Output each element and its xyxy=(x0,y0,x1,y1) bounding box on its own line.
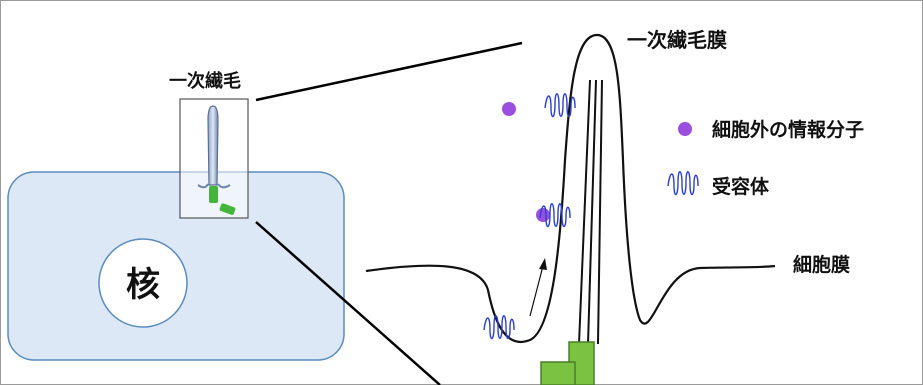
zoom-line-top xyxy=(255,41,523,102)
small-cilium-pocket xyxy=(197,183,231,189)
cell-membrane-label: 細胞膜 xyxy=(793,253,850,276)
axoneme-line-2 xyxy=(587,79,597,345)
receptor-2 xyxy=(539,203,571,228)
receptor-1 xyxy=(544,93,576,118)
transport-arrow-head xyxy=(539,258,547,270)
small-cilium xyxy=(207,105,219,186)
ligand-2 xyxy=(536,208,550,222)
axoneme-line-1 xyxy=(578,79,591,345)
receptors xyxy=(483,93,576,340)
legend-ligand-label: 細胞外の情報分子 xyxy=(712,118,864,141)
daughter-centriole xyxy=(540,361,576,385)
receptor-3 xyxy=(483,315,515,340)
legend-ligand-icon xyxy=(678,122,692,136)
legend-receptor-label: 受容体 xyxy=(712,175,770,198)
small-basal-body xyxy=(209,186,218,203)
zoom-line-bottom xyxy=(255,221,441,385)
transport-arrow xyxy=(529,265,544,317)
legend-receptor-icon xyxy=(667,171,699,196)
nucleus-label: 核 xyxy=(126,265,160,305)
cilium-membrane-label: 一次繊毛膜 xyxy=(627,28,727,52)
small-daughter-centriole xyxy=(219,203,236,215)
ligand-1 xyxy=(502,102,516,116)
cilium-label: 一次繊毛 xyxy=(169,70,241,92)
axoneme-line-3 xyxy=(597,79,603,345)
nucleus xyxy=(98,238,188,328)
